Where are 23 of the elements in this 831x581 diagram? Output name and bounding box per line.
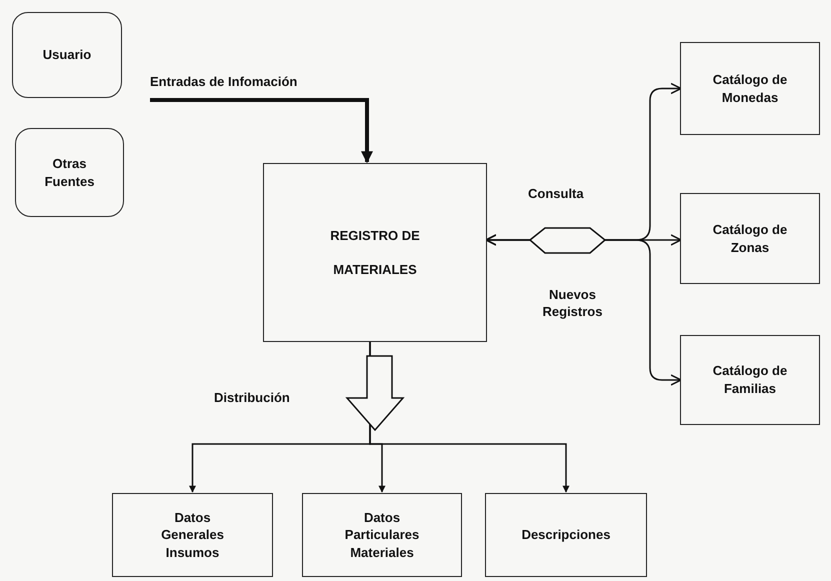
node-text: Catálogo de Familias <box>712 362 788 398</box>
rounded-box <box>15 128 124 217</box>
process-box <box>302 493 462 577</box>
text-label: Distribución <box>214 390 290 405</box>
process-box <box>263 163 487 342</box>
process-box <box>680 335 820 425</box>
process-box <box>485 493 647 577</box>
node-text: Datos Generales Insumos <box>160 508 225 562</box>
process-box <box>112 493 273 577</box>
node-text: Catálogo de Monedas <box>712 70 788 106</box>
arrow <box>150 98 373 164</box>
node-text: Catálogo de Zonas <box>712 220 788 256</box>
edge-label: Entradas de Infomación <box>150 74 298 89</box>
text-label: Nuevos Registros <box>542 287 604 321</box>
node-text: Datos Particulares Materiales <box>344 508 420 562</box>
node-text: Otras Fuentes <box>44 154 96 190</box>
node-text: Descripciones <box>520 526 612 544</box>
process-box <box>680 42 820 135</box>
rounded-box <box>12 12 122 98</box>
node-text: REGISTRO DE MATERIALES <box>329 226 421 278</box>
text-label: Consulta <box>528 186 584 201</box>
node-text: Usuario <box>42 46 92 64</box>
process-box <box>680 193 820 284</box>
